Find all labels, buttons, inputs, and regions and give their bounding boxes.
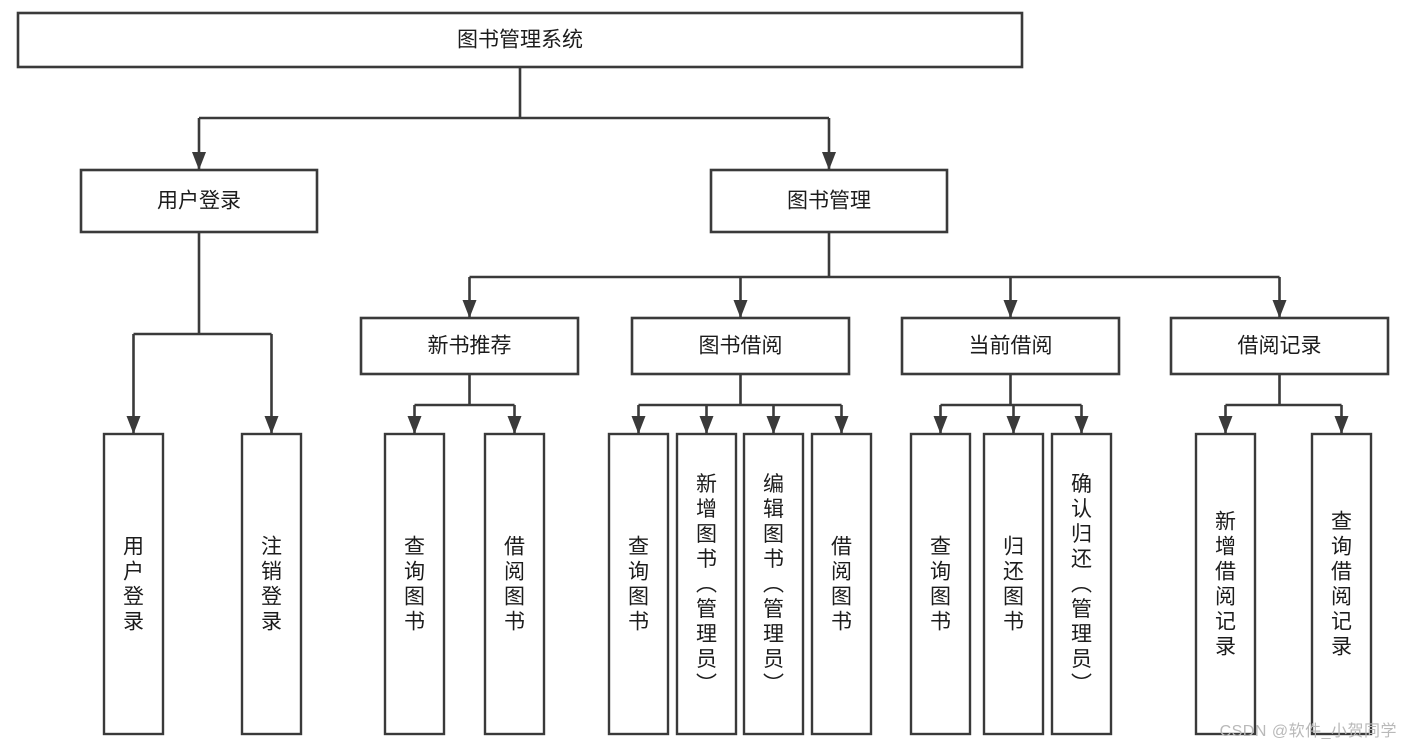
arrow-head-icon-book-manage — [822, 152, 836, 170]
node-label-borrow-record: 借阅记录 — [1238, 335, 1322, 358]
arrow-head-icon-current-borrow — [1003, 300, 1018, 318]
node-label-leaf-borrow-book-1: 借阅图书 — [504, 536, 525, 634]
node-label-leaf-edit-book: 编辑图书︵管理员︶ — [763, 473, 784, 696]
watermark-label: CSDN @软件_小贺同学 — [1219, 723, 1397, 740]
node-label-leaf-query-book-2: 查询图书 — [628, 536, 649, 634]
arrow-head-icon-leaf-query-book-1 — [407, 416, 422, 434]
node-label-leaf-add-book: 新增图书︵管理员︶ — [696, 473, 717, 696]
node-label-root: 图书管理系统 — [457, 29, 583, 52]
arrow-head-icon-borrow-record — [1272, 300, 1287, 318]
node-leaf-query-book-3[interactable]: 查询图书 — [909, 432, 972, 736]
node-label-leaf-logout: 注销登录 — [261, 536, 282, 634]
node-leaf-add-book[interactable]: 新增图书︵管理员︶ — [675, 432, 738, 736]
node-label-leaf-user-login: 用户登录 — [123, 536, 144, 634]
node-label-leaf-borrow-book-2: 借阅图书 — [831, 536, 852, 634]
node-box-user-login — [79, 168, 319, 234]
node-leaf-query-book-2[interactable]: 查询图书 — [607, 432, 670, 736]
node-box-leaf-query-record — [1310, 432, 1373, 736]
node-box-leaf-user-login — [102, 432, 165, 736]
node-box-borrow-record — [1169, 316, 1390, 376]
node-leaf-query-record[interactable]: 查询借阅记录 — [1310, 432, 1373, 736]
arrow-head-icon-leaf-logout — [264, 416, 279, 434]
node-box-leaf-borrow-book-2 — [810, 432, 873, 736]
node-box-leaf-query-book-3 — [909, 432, 972, 736]
arrow-head-icon-user-login — [192, 152, 206, 170]
node-label-leaf-query-book-1: 查询图书 — [404, 536, 425, 634]
node-leaf-confirm-return[interactable]: 确认归还︵管理员︶ — [1050, 432, 1113, 736]
node-box-leaf-confirm-return — [1050, 432, 1113, 736]
node-box-root — [16, 11, 1024, 69]
node-leaf-add-record[interactable]: 新增借阅记录 — [1194, 432, 1257, 736]
node-label-user-login: 用户登录 — [157, 190, 241, 213]
arrow-head-icon-leaf-edit-book — [766, 416, 781, 434]
arrow-head-icon-leaf-add-book — [699, 416, 714, 434]
arrow-head-icon-leaf-add-record — [1218, 416, 1233, 434]
node-book-manage[interactable]: 图书管理 — [709, 168, 949, 234]
node-box-leaf-edit-book — [742, 432, 805, 736]
node-box-leaf-query-book-1 — [383, 432, 446, 736]
node-box-book-manage — [709, 168, 949, 234]
nodes-layer: 图书管理系统用户登录图书管理新书推荐图书借阅当前借阅借阅记录用户登录注销登录查询… — [16, 11, 1390, 736]
node-box-leaf-return-book — [982, 432, 1045, 736]
node-box-leaf-borrow-book-1 — [483, 432, 546, 736]
node-current-borrow[interactable]: 当前借阅 — [900, 316, 1121, 376]
node-root[interactable]: 图书管理系统 — [16, 11, 1024, 69]
arrow-head-icon-leaf-user-login — [126, 416, 141, 434]
node-user-login[interactable]: 用户登录 — [79, 168, 319, 234]
node-leaf-user-login[interactable]: 用户登录 — [102, 432, 165, 736]
node-new-book-recommend[interactable]: 新书推荐 — [359, 316, 580, 376]
node-label-leaf-return-book: 归还图书 — [1003, 536, 1024, 634]
node-label-new-book-recommend: 新书推荐 — [428, 335, 512, 358]
node-box-current-borrow — [900, 316, 1121, 376]
node-label-current-borrow: 当前借阅 — [969, 335, 1053, 358]
node-book-borrow[interactable]: 图书借阅 — [630, 316, 851, 376]
node-leaf-borrow-book-1[interactable]: 借阅图书 — [483, 432, 546, 736]
node-box-leaf-add-book — [675, 432, 738, 736]
node-label-leaf-query-book-3: 查询图书 — [930, 536, 951, 634]
node-leaf-return-book[interactable]: 归还图书 — [982, 432, 1045, 736]
arrow-head-icon-leaf-confirm-return — [1074, 416, 1089, 434]
arrow-head-icon-book-borrow — [733, 300, 748, 318]
node-leaf-query-book-1[interactable]: 查询图书 — [383, 432, 446, 736]
arrow-head-icon-leaf-query-record — [1334, 416, 1349, 434]
node-box-leaf-query-book-2 — [607, 432, 670, 736]
arrow-head-icon-leaf-query-book-3 — [933, 416, 948, 434]
arrow-head-icon-leaf-query-book-2 — [631, 416, 646, 434]
node-leaf-borrow-book-2[interactable]: 借阅图书 — [810, 432, 873, 736]
node-label-leaf-confirm-return: 确认归还︵管理员︶ — [1071, 473, 1092, 696]
node-label-leaf-query-record: 查询借阅记录 — [1331, 511, 1352, 659]
connectors-layer — [126, 67, 1349, 434]
node-leaf-edit-book[interactable]: 编辑图书︵管理员︶ — [742, 432, 805, 736]
node-label-book-manage: 图书管理 — [787, 190, 871, 213]
node-label-leaf-add-record: 新增借阅记录 — [1215, 511, 1236, 659]
arrow-head-icon-leaf-return-book — [1006, 416, 1021, 434]
arrow-head-icon-leaf-borrow-book-2 — [834, 416, 849, 434]
node-box-leaf-logout — [240, 432, 303, 736]
node-box-leaf-add-record — [1194, 432, 1257, 736]
arrow-head-icon-leaf-borrow-book-1 — [507, 416, 522, 434]
node-box-book-borrow — [630, 316, 851, 376]
node-label-book-borrow: 图书借阅 — [699, 335, 783, 358]
arrow-head-icon-new-book-recommend — [462, 300, 477, 318]
node-box-new-book-recommend — [359, 316, 580, 376]
node-leaf-logout[interactable]: 注销登录 — [240, 432, 303, 736]
node-borrow-record[interactable]: 借阅记录 — [1169, 316, 1390, 376]
